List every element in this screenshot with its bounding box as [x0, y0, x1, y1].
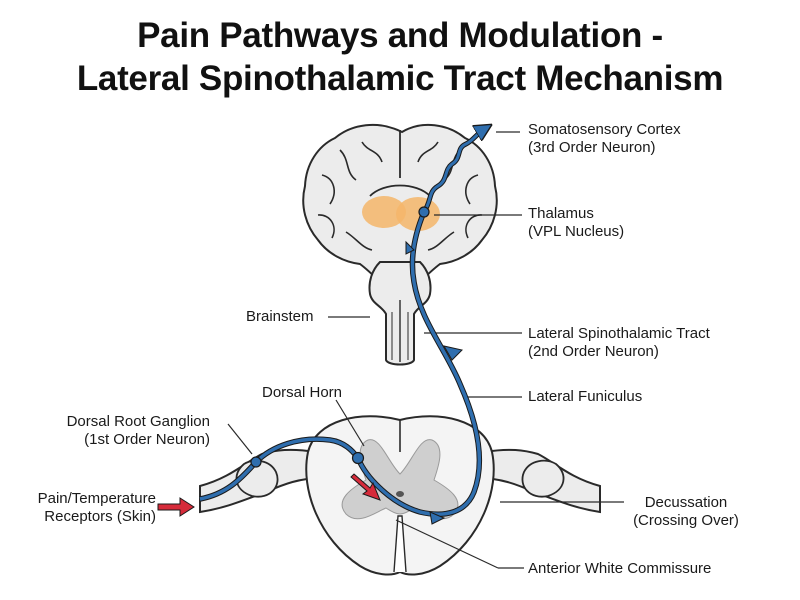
label-dorsal-root-ganglion: Dorsal Root Ganglion (1st Order Neuron)	[40, 413, 210, 449]
label-anterior-white-commissure: Anterior White Commissure	[528, 560, 711, 578]
thalamus-left	[362, 196, 406, 228]
label-line: Receptors (Skin)	[44, 508, 156, 525]
label-lateral-funiculus: Lateral Funiculus	[528, 388, 642, 406]
spinal-cord	[199, 415, 601, 576]
label-line: Dorsal Root Ganglion	[66, 413, 210, 430]
label-dorsal-horn: Dorsal Horn	[262, 384, 342, 402]
dorsal-horn-synapse	[351, 451, 365, 465]
drg-cell-body	[250, 456, 262, 468]
brain	[302, 123, 498, 283]
diagram-title: Pain Pathways and Modulation - Lateral S…	[0, 14, 800, 100]
label-line: Lateral Spinothalamic Tract	[528, 325, 710, 342]
label-line: Decussation	[644, 494, 728, 511]
label-line: Somatosensory Cortex	[528, 121, 681, 138]
label-line: Dorsal Horn	[262, 384, 343, 401]
label-line: Thalamus	[528, 205, 594, 222]
central-canal	[396, 491, 404, 497]
title-line-1: Pain Pathways and Modulation -	[137, 16, 663, 55]
label-line: Lateral Funiculus	[528, 388, 643, 405]
label-line: (Crossing Over)	[633, 512, 739, 529]
label-line: Anterior White Commissure	[528, 560, 712, 577]
label-decussation: Decussation (Crossing Over)	[616, 494, 756, 530]
label-line: Brainstem	[246, 308, 314, 325]
leader-lines	[227, 131, 624, 569]
decussation-arrowhead	[429, 511, 446, 525]
label-brainstem: Brainstem	[246, 308, 314, 326]
label-line: (1st Order Neuron)	[84, 431, 210, 448]
label-somatosensory-cortex: Somatosensory Cortex (3rd Order Neuron)	[528, 121, 681, 157]
skin-stimulus-arrow	[157, 497, 195, 517]
label-line: Pain/Temperature	[37, 490, 156, 507]
label-thalamus: Thalamus (VPL Nucleus)	[528, 205, 624, 241]
label-line: (VPL Nucleus)	[528, 223, 625, 240]
ascending-arrow-1	[443, 345, 463, 361]
ascending-arrow-2	[405, 240, 415, 255]
title-line-2: Lateral Spinothalamic Tract Mechanism	[76, 59, 724, 98]
label-line: (3rd Order Neuron)	[528, 139, 656, 156]
thalamus-synapse	[418, 206, 430, 218]
stimulus-arrows	[157, 473, 381, 517]
pain-pathway	[199, 128, 486, 525]
label-pain-receptors: Pain/Temperature Receptors (Skin)	[10, 490, 156, 526]
dorsal-horn-signal-arrow	[350, 473, 381, 501]
label-lateral-spinothalamic-tract: Lateral Spinothalamic Tract (2nd Order N…	[528, 325, 710, 361]
label-line: (2nd Order Neuron)	[528, 343, 659, 360]
